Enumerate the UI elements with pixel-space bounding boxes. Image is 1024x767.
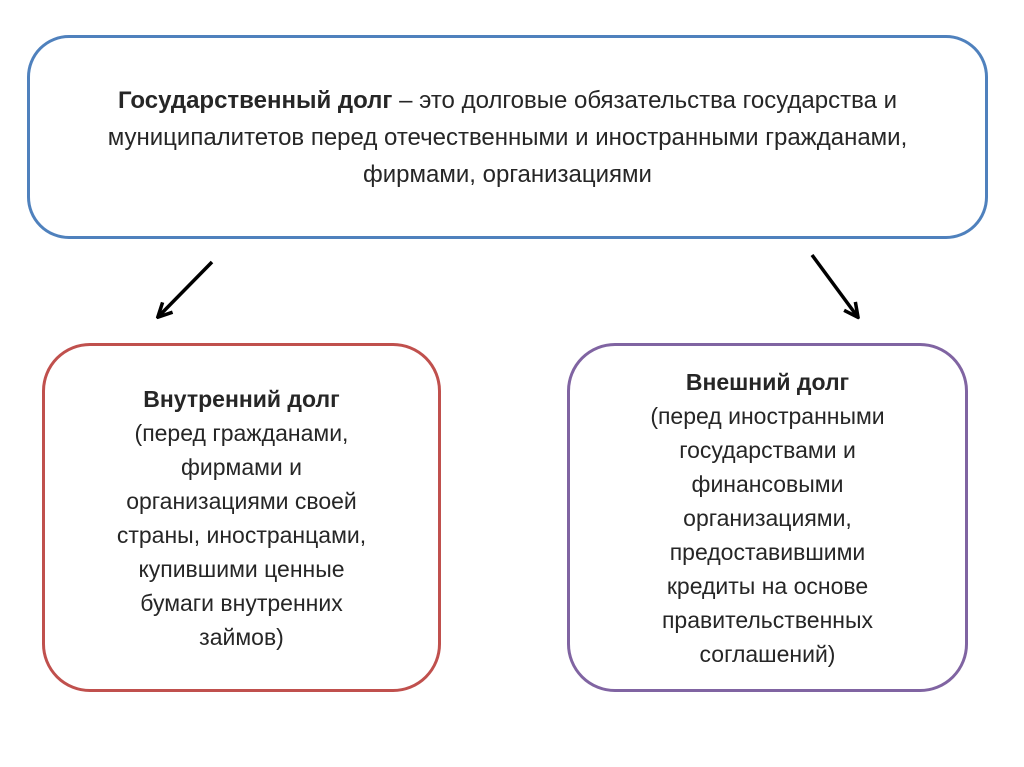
internal-debt-box: Внутренний долг (перед гражданами, фирма…	[42, 343, 441, 692]
internal-line: купившими ценные	[138, 555, 345, 582]
arrow-left-icon	[159, 260, 214, 316]
definition-text: Государственный долг – это долговые обяз…	[70, 82, 945, 193]
external-line: правительственных	[661, 606, 874, 633]
external-line: кредиты на основе	[666, 572, 869, 599]
internal-line: бумаги внутренних	[140, 589, 343, 616]
definition-term: Государственный долг	[117, 86, 393, 114]
external-line: организациями,	[683, 504, 852, 531]
external-line: (перед иностранными	[650, 402, 885, 429]
internal-line: займов)	[199, 623, 284, 650]
internal-debt-title: Внутренний долг	[143, 385, 340, 412]
external-line: государствами и	[679, 436, 856, 463]
external-line: соглашений)	[699, 640, 836, 667]
definition-body: – это долговые обязательства государства…	[107, 86, 908, 188]
arrow-right-icon	[810, 253, 857, 316]
internal-line: фирмами и	[180, 453, 303, 480]
external-line: предоставившими	[669, 538, 866, 565]
internal-line: страны, иностранцами,	[116, 521, 367, 548]
external-debt-box: Внешний долг (перед иностранными государ…	[567, 343, 968, 692]
internal-line: организациями своей	[126, 487, 357, 514]
external-debt-title: Внешний долг	[685, 368, 850, 395]
definition-box: Государственный долг – это долговые обяз…	[27, 35, 988, 239]
internal-line: (перед гражданами,	[134, 419, 349, 446]
external-line: финансовыми	[691, 470, 844, 497]
